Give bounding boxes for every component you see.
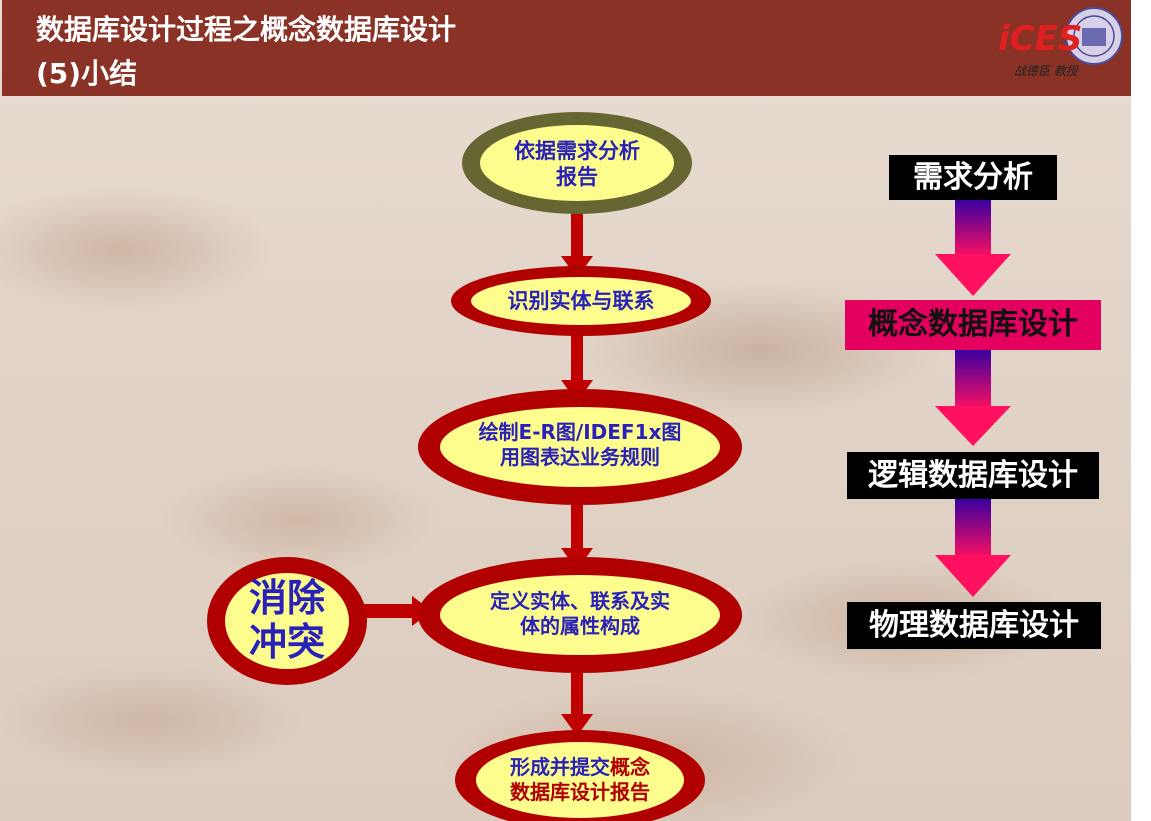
side-line1: 消除 [248,576,325,620]
node5-line1: 形成并提交概念 [476,755,684,780]
side-line2: 冲突 [248,619,325,664]
stage-requirements: 需求分析 [889,155,1057,200]
flow-node-4 [418,557,742,673]
node5-line1-b: 概念 [610,755,650,779]
node4-line1: 定义实体、联系及实 [490,589,670,613]
ices-logo: iCES [998,7,1123,65]
node3-line2: 用图表达业务规则 [500,445,660,469]
node4-line2: 体的属性构成 [520,614,640,638]
flow-node-2-label: 识别实体与联系 [471,288,691,314]
slide-title: 数据库设计过程之概念数据库设计 [36,13,457,46]
side-node-label: 消除 冲突 [232,576,342,664]
node2-line1: 识别实体与联系 [507,289,655,313]
title-bar: 数据库设计过程之概念数据库设计 (5)小结 iCES 战德臣 教授 [2,0,1131,96]
stage-physical-design: 物理数据库设计 [847,602,1101,649]
node5-line2: 数据库设计报告 [510,780,650,804]
flow-node-1-label: 依据需求分析 报告 [480,138,674,191]
logo-text: iCES [998,19,1082,59]
flow-node-3 [418,389,742,505]
slide-subtitle: (5)小结 [36,57,138,90]
stage-conceptual-design: 概念数据库设计 [845,300,1101,350]
stage-arrows [935,200,1011,597]
flow-node-2 [451,266,711,336]
flow-node-5-label: 形成并提交概念 数据库设计报告 [476,755,684,805]
node1-line2: 报告 [556,165,598,190]
node5-line1-a: 形成并提交 [510,755,610,779]
flow-node-1 [462,112,692,214]
side-node [207,557,367,685]
stage-logical-design: 逻辑数据库设计 [847,452,1099,499]
node3-line1: 绘制E-R图/IDEF1x图 [478,420,682,444]
logo-caption: 战德臣 教授 [1014,64,1078,78]
flow-node-5 [455,730,705,821]
node1-line1: 依据需求分析 [514,139,640,163]
flow-node-4-label: 定义实体、联系及实 体的属性构成 [440,589,720,639]
flow-node-3-label: 绘制E-R图/IDEF1x图 用图表达业务规则 [440,420,720,470]
